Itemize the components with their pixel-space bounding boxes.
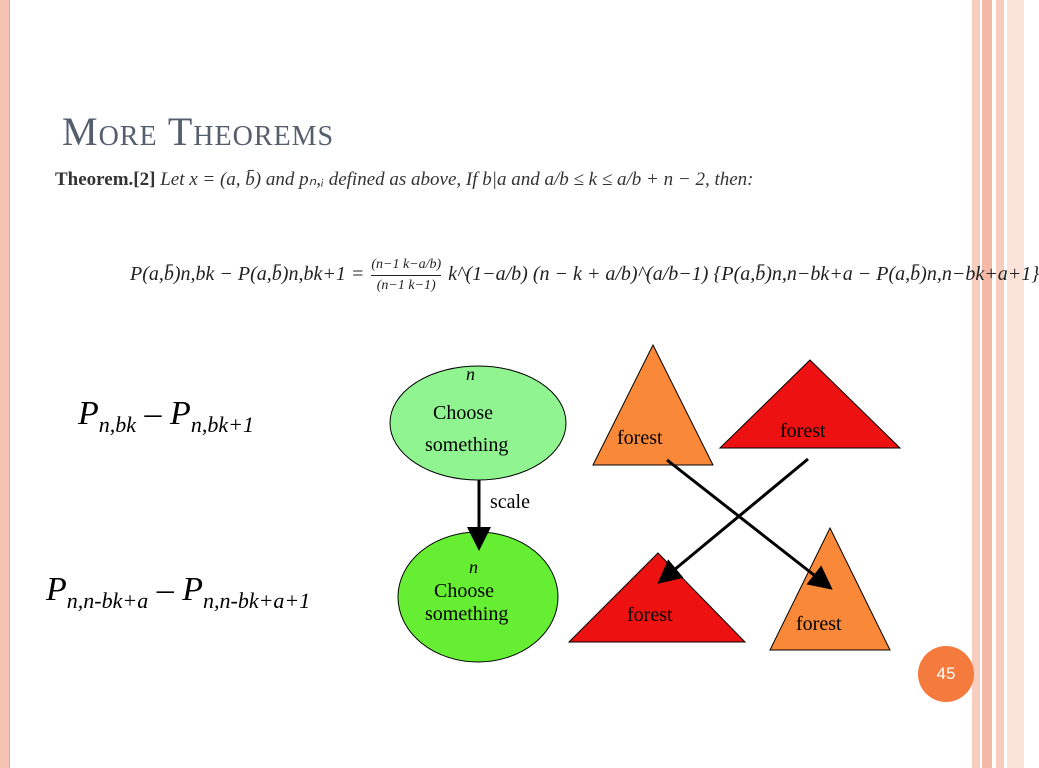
expression-top: Pn,bk – Pn,bk+1	[78, 395, 254, 438]
triangle-label-2: forest	[780, 420, 826, 442]
left-frame-border	[0, 0, 10, 768]
expr-bottom-p1: P	[46, 571, 67, 608]
right-decorative-stripes	[972, 0, 1024, 768]
expr-top-sub2: n,bk+1	[190, 411, 254, 437]
triangle-red-bottom	[567, 552, 747, 643]
expr-top-op: –	[136, 395, 171, 432]
expr-top-sub1: n,bk	[98, 411, 137, 437]
binomial-ratio: (n−1 k−a/b) (n−1 k−1)	[371, 255, 442, 296]
page-number-badge: 45	[918, 646, 974, 702]
cross-arrow-down-left	[657, 457, 809, 584]
top-oval-line1: Choose	[433, 402, 493, 424]
triangle-label-3: forest	[627, 604, 673, 626]
top-oval-line2: something	[425, 434, 509, 456]
triangle-label-4: forest	[796, 613, 842, 635]
bottom-oval-line2: something	[425, 603, 509, 625]
theorem-statement: Theorem.[2] Let x = (a, b̄) and pₙ,ᵢ def…	[55, 165, 960, 195]
theorem-text: Let x = (a, b̄) and pₙ,ᵢ defined as abov…	[160, 169, 754, 190]
expr-bottom-sub1: n,n-bk+a	[66, 587, 149, 613]
equation-rhs: k^(1−a/b) (n − k + a/b)^(a/b−1) {P(a,b̄)…	[448, 263, 1039, 286]
bottom-oval-line1: Choose	[434, 580, 494, 602]
triangle-label-1: forest	[617, 427, 663, 449]
top-oval-var: n	[466, 364, 475, 384]
expr-bottom-sub2: n,n-bk+a+1	[203, 587, 311, 613]
theorem-label: Theorem.[2]	[55, 169, 156, 190]
arrow-label: scale	[490, 491, 530, 513]
triangle-red-top	[718, 359, 902, 449]
bottom-oval-var: n	[469, 557, 478, 577]
expression-bottom: Pn,n-bk+a – Pn,n-bk+a+1	[46, 571, 310, 614]
triangle-orange-top	[592, 343, 714, 466]
equation-lhs: P(a,b̄)n,bk − P(a,b̄)n,bk+1 =	[130, 263, 365, 286]
binomial-bottom: (n−1 k−1)	[376, 278, 436, 293]
binomial-top: (n−1 k−a/b)	[371, 255, 442, 276]
expr-bottom-op: –	[148, 571, 183, 608]
expr-top-p2: P	[170, 395, 191, 432]
slide-title: More Theorems	[62, 109, 335, 154]
expr-top-p1: P	[78, 395, 99, 432]
theorem-equation: P(a,b̄)n,bk − P(a,b̄)n,bk+1 = (n−1 k−a/b…	[130, 255, 1039, 296]
expr-bottom-p2: P	[182, 571, 203, 608]
cross-arrow-down-right	[666, 458, 833, 590]
